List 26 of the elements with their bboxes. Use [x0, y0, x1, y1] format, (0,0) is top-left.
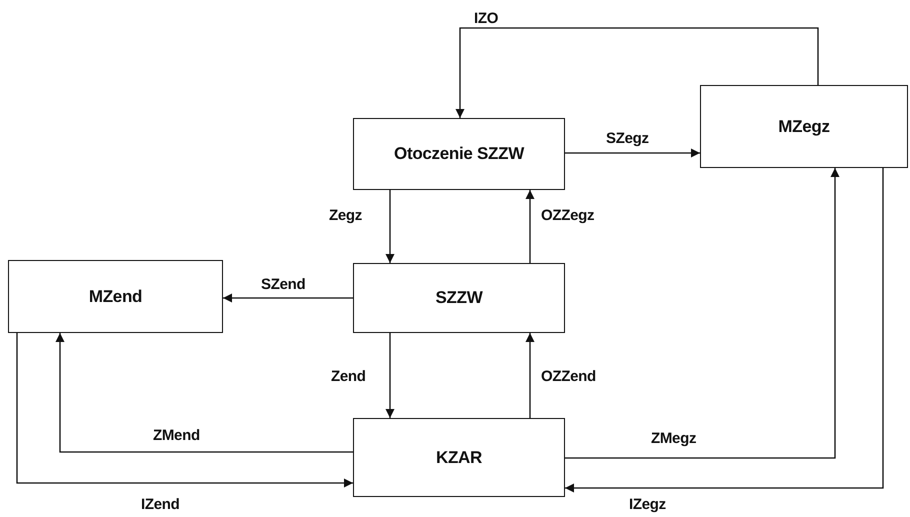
node-label: KZAR: [436, 448, 482, 468]
arrow: [526, 190, 534, 263]
edge-label: ZMegz: [650, 430, 698, 447]
arrow: [56, 333, 353, 453]
node-label: SZZW: [436, 288, 482, 308]
arrow: [223, 294, 353, 302]
process-box: [353, 263, 565, 333]
arrow: [565, 168, 840, 459]
process-box: [353, 118, 565, 190]
node-label: MZend: [88, 286, 142, 306]
arrow: [386, 333, 394, 418]
arrow: [386, 190, 394, 263]
edge-label: SZegz: [605, 130, 650, 147]
process-box: [8, 260, 223, 333]
process-box: [353, 418, 565, 497]
arrow: [565, 168, 884, 492]
node-label: MZegz: [778, 116, 830, 136]
edge-label: Zegz: [328, 207, 363, 224]
edge-label: IZegz: [628, 496, 667, 513]
arrow: [16, 333, 353, 488]
node-label: Otoczenie SZZW: [394, 144, 524, 164]
arrow: [526, 333, 534, 418]
process-box: [700, 85, 908, 168]
arrow: [456, 27, 819, 118]
arrow: [565, 148, 700, 158]
edge-label: OZZegz: [540, 207, 596, 224]
